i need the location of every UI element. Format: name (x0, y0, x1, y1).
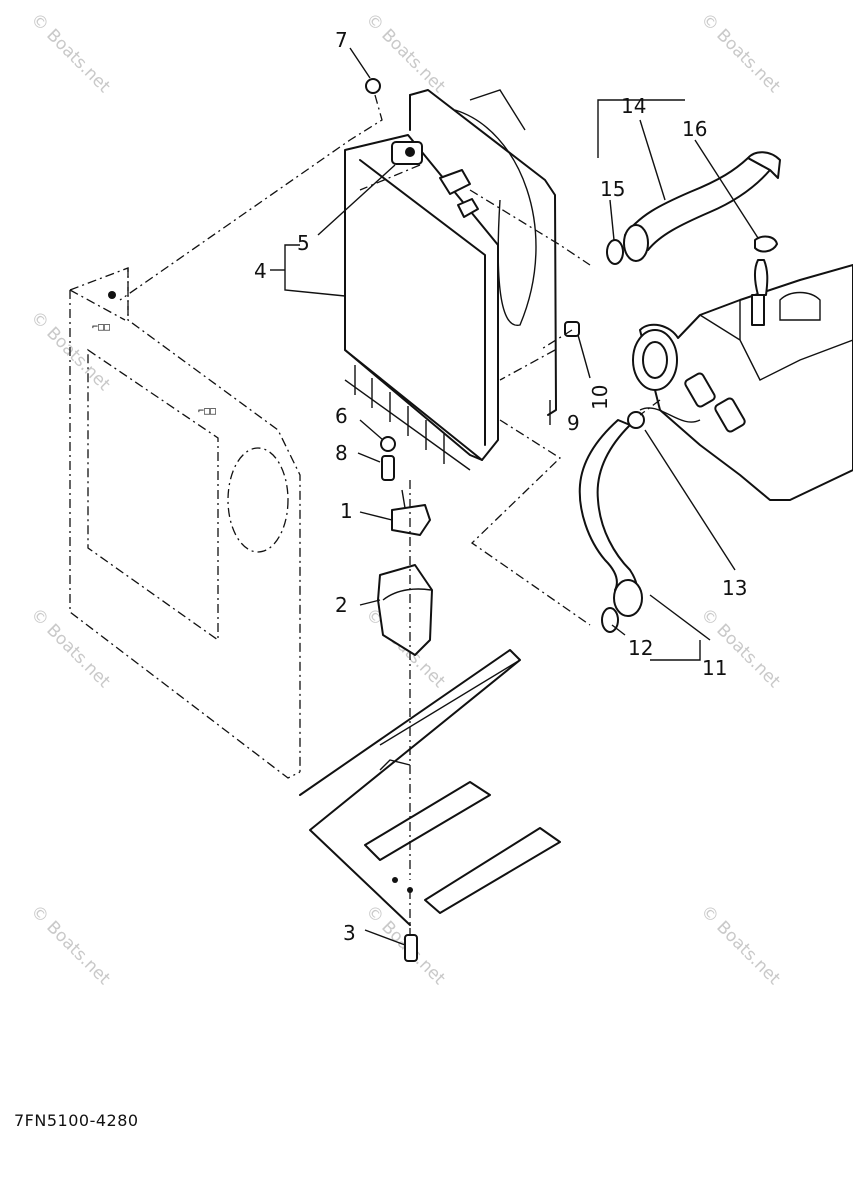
hose-clamp (627, 411, 645, 429)
watermark: © Boats.net (26, 901, 114, 989)
callout-9: 9 (567, 411, 580, 435)
callout-2: 2 (335, 593, 348, 617)
callout-13: 13 (722, 576, 747, 600)
watermark: © Boats.net (696, 9, 784, 97)
callout-5: 5 (297, 231, 310, 255)
hose-clamp (606, 239, 624, 265)
drain-bracket (391, 504, 431, 536)
washer (380, 436, 396, 452)
callout-15: 15 (600, 177, 625, 201)
lower-hose (578, 411, 645, 633)
base-plate (299, 649, 561, 926)
bolt-head (365, 78, 381, 94)
callout-leaders (270, 47, 759, 946)
panel-marking: ⌐□□ (92, 322, 110, 333)
callout-14: 14 (621, 94, 646, 118)
callout-3: 3 (343, 921, 356, 945)
callout-7: 7 (335, 28, 348, 52)
panel-marking: ⌐□□ (198, 406, 216, 417)
callout-16: 16 (682, 117, 707, 141)
diagram-code: 7FN5100-4280 (14, 1111, 139, 1130)
watermark: © Boats.net (26, 604, 114, 692)
callout-1: 1 (340, 499, 353, 523)
upper-hose (606, 151, 781, 265)
callout-4: 4 (254, 259, 267, 283)
bolt (404, 934, 418, 962)
callout-8: 8 (335, 441, 348, 465)
callout-6: 6 (335, 404, 348, 428)
engine-block (632, 259, 853, 501)
panel-bolt-hole (108, 291, 116, 299)
leader-lines (119, 94, 661, 935)
callout-12: 12 (628, 636, 653, 660)
watermark: © Boats.net (26, 9, 114, 97)
side-cover-panel: ⌐□□ ⌐□□ (69, 267, 301, 779)
bolt (564, 321, 580, 337)
small-parts (365, 78, 580, 962)
radiator (344, 134, 499, 471)
callout-10: 10 (588, 385, 612, 410)
callout-labels: 1 2 3 4 5 6 7 8 9 10 11 12 13 14 15 16 (254, 28, 747, 945)
hose-clamp (754, 235, 778, 253)
guard-bracket (377, 564, 433, 656)
watermark: © Boats.net (696, 901, 784, 989)
drain-plug (381, 455, 395, 481)
callout-11: 11 (702, 656, 727, 680)
thermostat-fitting (751, 294, 765, 326)
